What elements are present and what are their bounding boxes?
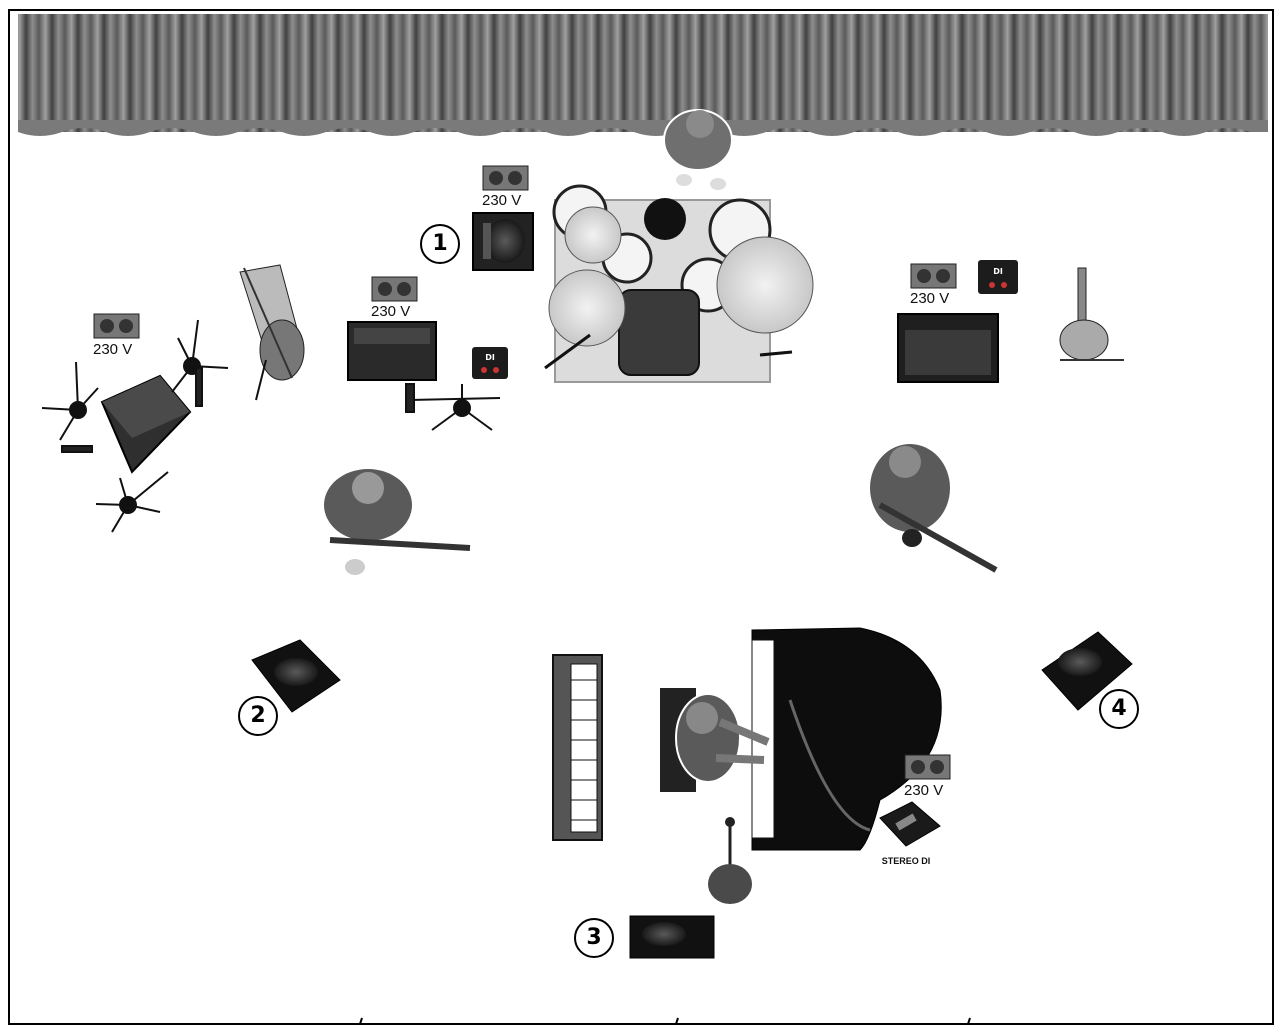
monitor-number-4: 4 xyxy=(1099,689,1139,729)
di-label: DI xyxy=(485,353,495,362)
power-outlet-2 xyxy=(372,277,417,301)
cymbal xyxy=(549,270,625,346)
power-outlet-4 xyxy=(911,264,956,288)
stage-border xyxy=(9,10,1273,1024)
electric-piano xyxy=(553,655,602,840)
outlet-voltage-label: 230 V xyxy=(904,782,943,799)
drum-throne xyxy=(644,198,686,240)
monitor-number-2: 2 xyxy=(238,696,278,736)
monitor-wedge-3 xyxy=(630,916,714,958)
monitor-number-1: 1 xyxy=(420,224,460,264)
di-label: DI xyxy=(993,267,1003,276)
monitor-number-3: 3 xyxy=(574,918,614,958)
power-outlet-1 xyxy=(483,166,528,190)
di-box-right: DI xyxy=(978,260,1018,294)
outlet-voltage-label: 230 V xyxy=(482,192,521,209)
guitar-amp-left xyxy=(348,322,436,380)
cymbal xyxy=(565,207,621,263)
outlet-voltage-label: 230 V xyxy=(910,290,949,307)
outlet-voltage-label: 230 V xyxy=(371,303,410,320)
power-outlet-5 xyxy=(905,755,950,779)
bass-amp-right xyxy=(898,314,998,382)
bass-drum xyxy=(619,290,699,375)
di-box-left: DI xyxy=(472,347,508,379)
power-outlet-3 xyxy=(94,314,139,338)
stereo-di-label: STEREO DI xyxy=(876,856,936,866)
stage-curtain xyxy=(18,14,1268,136)
cymbal xyxy=(717,237,813,333)
monitor-wedge-1 xyxy=(473,213,533,270)
outlet-voltage-label: 230 V xyxy=(93,341,132,358)
